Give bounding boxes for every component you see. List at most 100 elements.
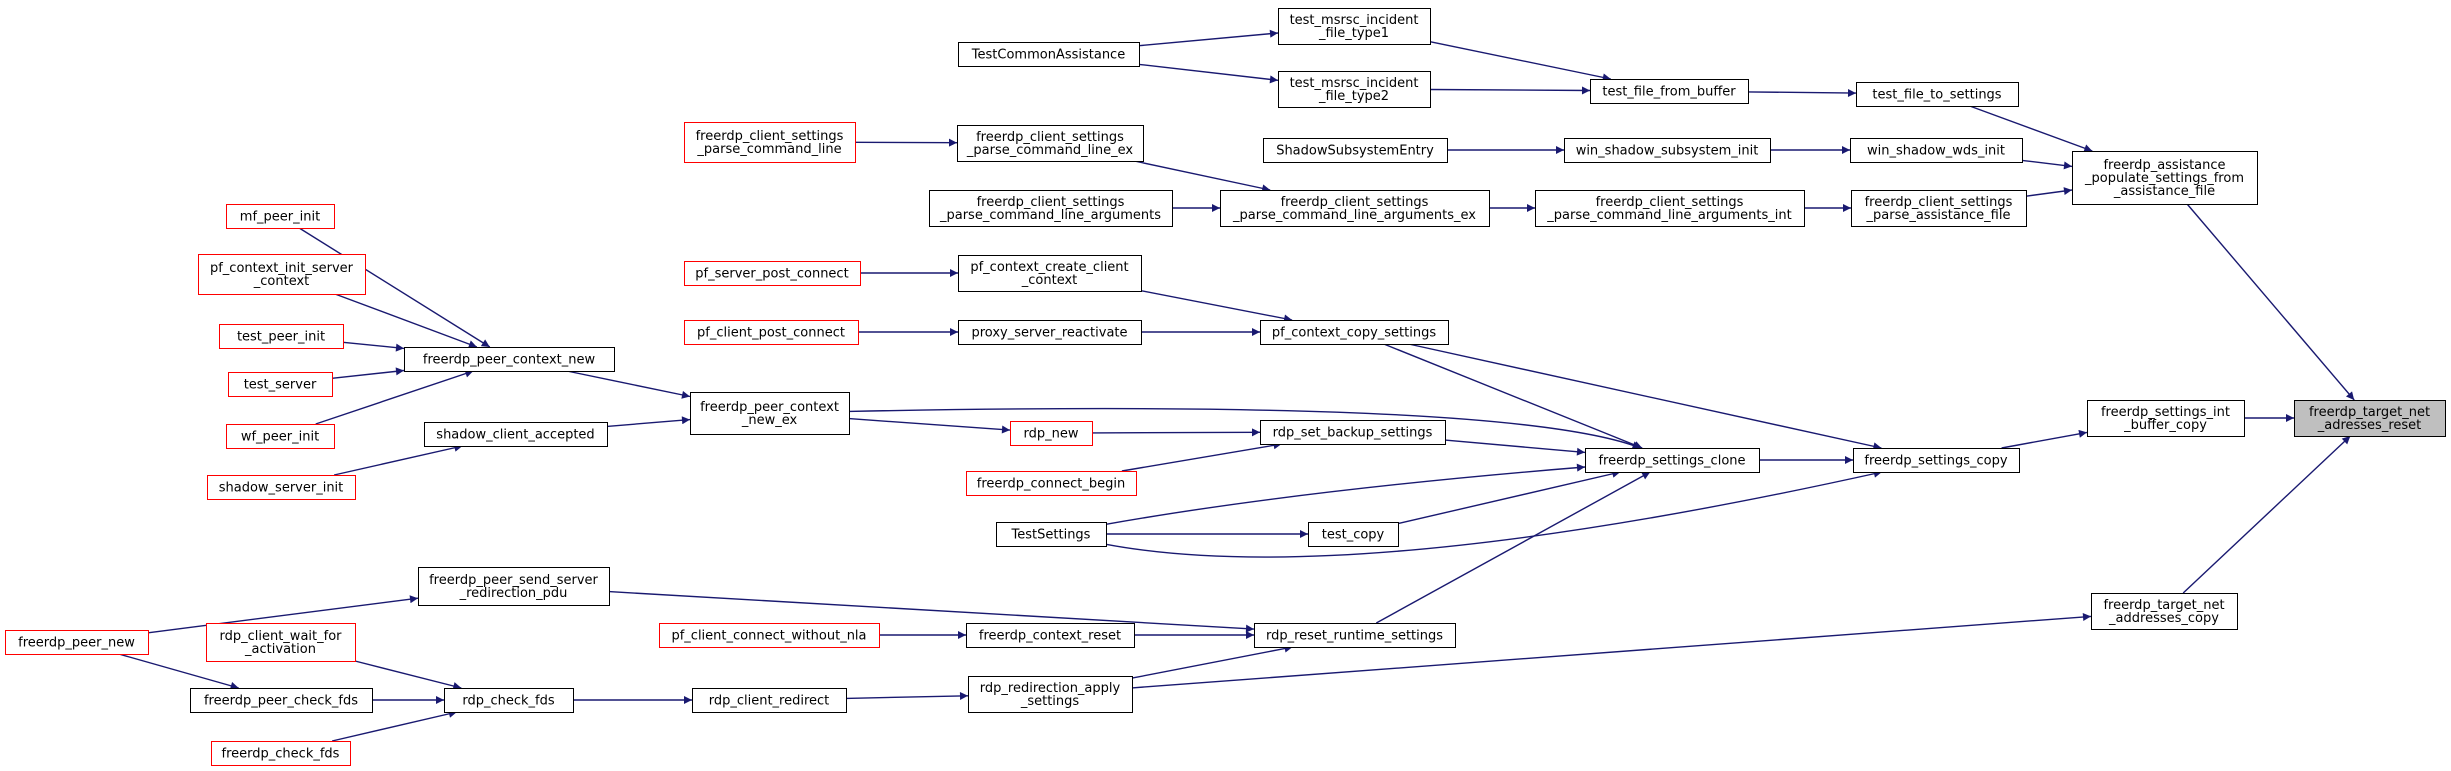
node-label-line: proxy_server_reactivate	[971, 326, 1127, 341]
node-rdp-new[interactable]: rdp_new	[1010, 421, 1093, 446]
node-mf-peer-init[interactable]: mf_peer_init	[226, 204, 335, 229]
call-edge-test_file_from_buffer-to-test_file_to_settings	[1747, 89, 1857, 98]
call-edge-test_common_assistance-to-incident_type2	[1138, 63, 1279, 84]
node-box	[424, 422, 608, 447]
node-settings-clone[interactable]: freerdp_settings_clone	[1585, 448, 1760, 473]
node-box	[1856, 82, 2019, 107]
node-shadow-client-accepted[interactable]: shadow_client_accepted	[424, 422, 608, 447]
node-pf-client-post-connect[interactable]: pf_client_post_connect	[684, 320, 859, 345]
node-assistance-populate[interactable]: freerdp_assistance_populate_settings_fro…	[2072, 151, 2258, 205]
node-box	[418, 567, 610, 606]
node-box	[226, 424, 335, 449]
call-edge-win_shadow_wds_init-to-assistance_populate	[2021, 159, 2073, 170]
node-label-line: freerdp_peer_context_new	[423, 353, 596, 368]
node-peer-send-redirection[interactable]: freerdp_peer_send_server_redirection_pdu	[418, 567, 610, 606]
node-peer-context-new[interactable]: freerdp_peer_context_new	[404, 347, 615, 372]
node-parse-assistance-file[interactable]: freerdp_client_settings_parse_assistance…	[1851, 190, 2027, 227]
node-box	[958, 42, 1140, 67]
node-label-line: freerdp_client_settings	[976, 130, 1124, 145]
node-label-line: freerdp_peer_context	[700, 400, 839, 415]
node-shadow-server-init[interactable]: shadow_server_init	[207, 475, 356, 500]
node-pf-context-copy-settings[interactable]: pf_context_copy_settings	[1260, 320, 1449, 345]
node-peer-check-fds[interactable]: freerdp_peer_check_fds	[190, 688, 373, 713]
node-label-line: freerdp_client_settings	[1281, 195, 1429, 210]
node-parse-command-line[interactable]: freerdp_client_settings_parse_command_li…	[684, 122, 856, 163]
node-proxy-reactivate[interactable]: proxy_server_reactivate	[958, 320, 1142, 345]
node-box	[966, 471, 1137, 496]
node-test-peer-init[interactable]: test_peer_init	[219, 324, 344, 349]
node-box	[1853, 448, 2020, 473]
node-context-reset[interactable]: freerdp_context_reset	[966, 623, 1135, 648]
function-nodes: freerdp_target_net_adresses_resetfreerdp…	[5, 8, 2446, 766]
node-box	[2294, 400, 2446, 437]
node-label-line: _addresses_copy	[2108, 611, 2219, 626]
node-label-line: win_shadow_wds_init	[1867, 144, 2005, 159]
node-box	[996, 522, 1107, 547]
node-pf-server-post-connect[interactable]: pf_server_post_connect	[684, 261, 861, 286]
node-settings-int-buffer-copy[interactable]: freerdp_settings_int_buffer_copy	[2087, 400, 2245, 437]
node-label-line: pf_server_post_connect	[695, 267, 848, 282]
node-client-redirect[interactable]: rdp_client_redirect	[692, 688, 847, 713]
call-edge-assistance_populate-to-root	[2186, 203, 2355, 401]
call-edge-test_settings-to-settings_copy	[1105, 469, 1883, 558]
node-test-server[interactable]: test_server	[228, 372, 333, 397]
node-box	[1278, 71, 1431, 108]
node-box	[968, 676, 1133, 713]
node-parse-cl-args-int[interactable]: freerdp_client_settings_parse_command_li…	[1535, 190, 1805, 227]
node-test-file-from-buffer[interactable]: test_file_from_buffer	[1590, 79, 1749, 104]
node-incident-type2[interactable]: test_msrsc_incident_file_type2	[1278, 71, 1431, 108]
node-connect-without-nla[interactable]: pf_client_connect_without_nla	[659, 623, 880, 648]
node-label-line: freerdp_settings_clone	[1598, 454, 1745, 469]
node-box	[684, 261, 861, 286]
node-peer-new[interactable]: freerdp_peer_new	[5, 630, 149, 655]
node-client-wait-activation[interactable]: rdp_client_wait_for_activation	[206, 623, 356, 662]
call-edge-mf_peer_init-to-peer_context_new	[298, 227, 491, 348]
node-box	[219, 324, 344, 349]
node-test-settings[interactable]: TestSettings	[996, 522, 1107, 547]
node-label-line: _context	[1021, 273, 1078, 288]
node-test-copy[interactable]: test_copy	[1308, 522, 1399, 547]
node-wf-peer-init[interactable]: wf_peer_init	[226, 424, 335, 449]
node-label-line: test_copy	[1322, 528, 1385, 543]
node-rdp-check-fds[interactable]: rdp_check_fds	[444, 688, 574, 713]
node-test-common-assistance[interactable]: TestCommonAssistance	[958, 42, 1140, 67]
node-connect-begin[interactable]: freerdp_connect_begin	[966, 471, 1137, 496]
node-rdp-set-backup-settings[interactable]: rdp_set_backup_settings	[1260, 420, 1446, 445]
node-label-line: win_shadow_subsystem_init	[1576, 144, 1759, 159]
call-edge-peer_new-to-peer_send_redirection	[147, 595, 419, 634]
node-label-line: _parse_assistance_file	[1866, 208, 2011, 223]
node-label-line: rdp_check_fds	[462, 694, 555, 709]
node-redirection-apply[interactable]: rdp_redirection_apply_settings	[968, 676, 1133, 713]
node-peer-context-new-ex[interactable]: freerdp_peer_context_new_ex	[690, 392, 850, 435]
node-pf-ctx-create-client[interactable]: pf_context_create_client_context	[958, 255, 1142, 292]
node-parse-cl-args[interactable]: freerdp_client_settings_parse_command_li…	[929, 190, 1173, 227]
node-settings-copy[interactable]: freerdp_settings_copy	[1853, 448, 2020, 473]
call-edge-peer_context_new_ex-to-rdp_new	[848, 417, 1011, 434]
node-box	[206, 623, 356, 662]
node-box	[1851, 190, 2027, 227]
node-label-line: _settings	[1020, 694, 1080, 709]
node-label-line: test_msrsc_incident	[1290, 76, 1419, 91]
node-label-line: shadow_server_init	[219, 481, 344, 496]
node-target-net-addresses-copy[interactable]: freerdp_target_net_addresses_copy	[2091, 593, 2238, 630]
node-label-line: _adresses_reset	[2317, 418, 2422, 433]
node-freerdp-check-fds[interactable]: freerdp_check_fds	[211, 741, 351, 766]
node-pf-ctx-init-server[interactable]: pf_context_init_server_context	[198, 254, 366, 295]
node-label-line: rdp_set_backup_settings	[1273, 426, 1433, 441]
node-win-shadow-subsystem-init[interactable]: win_shadow_subsystem_init	[1564, 138, 1771, 163]
node-parse-cl-ex[interactable]: freerdp_client_settings_parse_command_li…	[957, 125, 1144, 162]
node-label-line: _parse_command_line_arguments_ex	[1232, 208, 1476, 223]
node-box	[957, 125, 1144, 162]
node-incident-type1[interactable]: test_msrsc_incident_file_type1	[1278, 8, 1431, 45]
node-test-file-to-settings[interactable]: test_file_to_settings	[1856, 82, 2019, 107]
node-shadow-subsystem-entry[interactable]: ShadowSubsystemEntry	[1263, 138, 1448, 163]
node-box	[692, 688, 847, 713]
node-box	[1535, 190, 1805, 227]
node-reset-runtime-settings[interactable]: rdp_reset_runtime_settings	[1254, 623, 1456, 648]
node-win-shadow-wds-init[interactable]: win_shadow_wds_init	[1850, 138, 2023, 163]
node-root[interactable]: freerdp_target_net_adresses_reset	[2294, 400, 2446, 437]
call-edge-connect_begin-to-rdp_set_backup_settings	[1121, 441, 1282, 472]
node-label-line: _file_type2	[1318, 89, 1389, 104]
node-parse-cl-args-ex[interactable]: freerdp_client_settings_parse_command_li…	[1220, 190, 1490, 227]
node-box	[2087, 400, 2245, 437]
